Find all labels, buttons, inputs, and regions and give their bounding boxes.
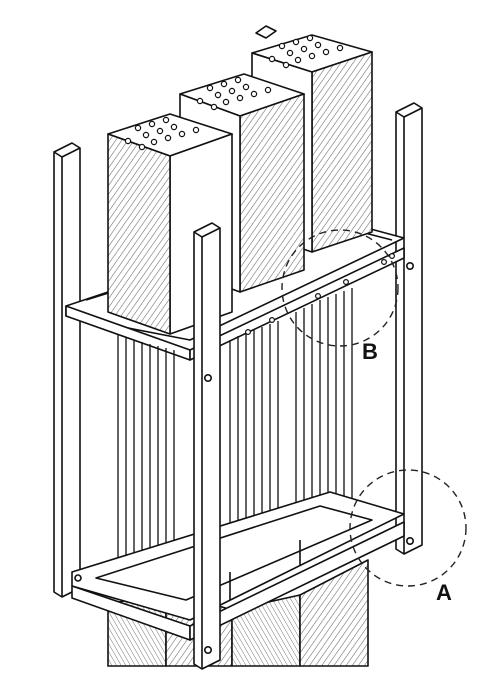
bottom-tray — [71, 491, 405, 641]
front-left-post — [193, 222, 221, 670]
shelf-bolts — [245, 253, 396, 336]
callout-label-b: B — [362, 339, 378, 364]
rear-right-post — [395, 102, 423, 555]
callout-a-circle — [349, 469, 467, 587]
rear-left-post — [53, 142, 81, 598]
callout-b-circle — [281, 229, 399, 347]
heating-rods — [117, 288, 353, 600]
bolt-holes — [124, 34, 344, 151]
callout-label-a: A — [436, 580, 452, 605]
